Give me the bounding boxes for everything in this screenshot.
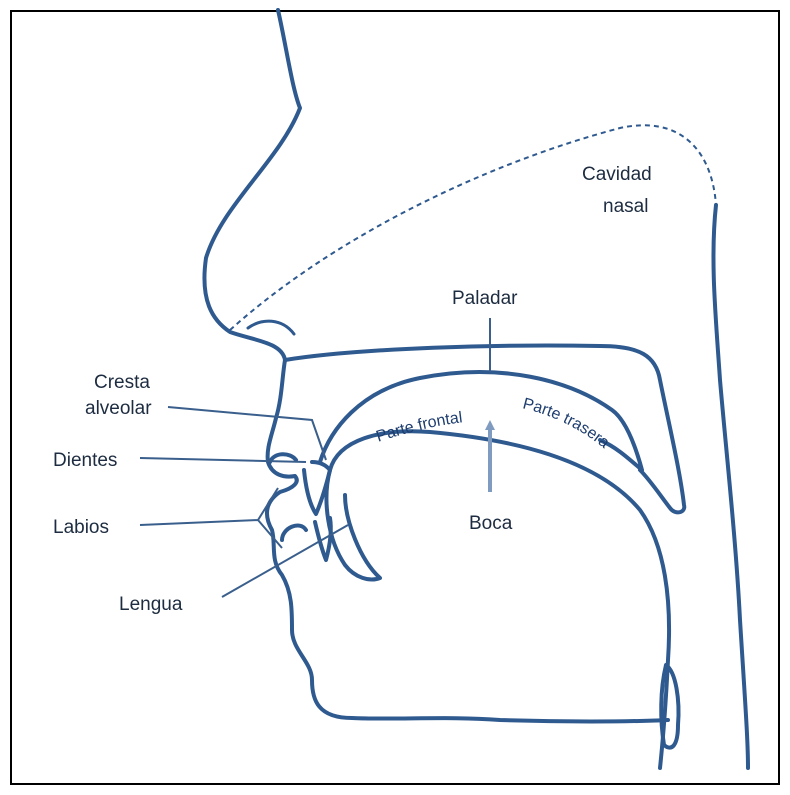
tongue-tip — [326, 470, 380, 579]
label-teeth: Dientes — [53, 450, 117, 471]
label-alveolar-ridge-line2: alveolar — [85, 398, 152, 419]
label-palate: Paladar — [452, 288, 518, 309]
label-back-part: Parte trasera — [521, 395, 612, 451]
label-front-part: Parte frontal — [374, 409, 463, 445]
lips-leader-line — [140, 488, 282, 548]
tongue-leader-line — [222, 525, 348, 597]
nostril-outline — [248, 321, 294, 334]
teeth-leader-line — [140, 458, 306, 462]
label-lips: Labios — [53, 517, 109, 538]
pharynx-back-wall — [713, 205, 748, 768]
label-nasal-cavity-line2: nasal — [603, 196, 648, 217]
label-front-part-path: Parte frontal — [374, 409, 463, 445]
label-alveolar-ridge-line1: Cresta — [94, 372, 150, 393]
alveolar-ridge-leader-line — [168, 407, 326, 460]
label-nasal-cavity-line1: Cavidad — [582, 164, 652, 185]
label-mouth: Boca — [469, 513, 513, 534]
label-back-part-path: Parte trasera — [521, 395, 612, 451]
face-profile-outline — [204, 10, 668, 722]
label-tongue: Lengua — [119, 594, 183, 615]
lower-lip-inner — [282, 525, 306, 540]
roof-of-mouth — [320, 372, 642, 470]
